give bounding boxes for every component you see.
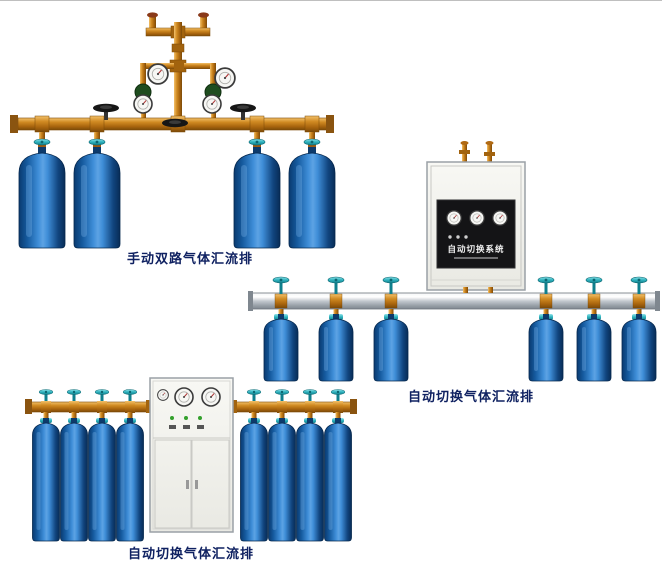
- station-valves: [272, 276, 648, 294]
- gas-cylinder: [240, 417, 268, 542]
- panel-gauge: [446, 210, 462, 226]
- indicator-light: [464, 235, 468, 239]
- cabinet-sublabel-line: [454, 257, 498, 259]
- panel-switch: [169, 425, 176, 429]
- station-valve-wheel: [630, 276, 648, 284]
- caption-manual-dual-manifold: 手动双路气体汇流排: [126, 251, 253, 266]
- pressure-gauge: [147, 63, 169, 85]
- panel-gauge: [157, 389, 169, 401]
- panel-switch: [183, 425, 190, 429]
- bottom-divider: [0, 0, 662, 1]
- auto-switch-wall-illustration: 自动切换系统: [248, 141, 660, 382]
- auto-switch-floor-illustration: [25, 377, 357, 542]
- caption-auto-switch-wall: 自动切换气体汇流排: [407, 389, 534, 404]
- cylinder-valve-wheel: [33, 138, 51, 146]
- cylinder-valve-wheel: [88, 138, 106, 146]
- panel-gauge: [492, 210, 508, 226]
- indicator-light: [184, 416, 188, 420]
- gas-cylinder: [60, 417, 88, 542]
- shutoff-valves: [93, 103, 256, 128]
- gas-cylinder: [576, 313, 612, 382]
- station-valve-wheel: [272, 276, 290, 284]
- pressure-gauge: [133, 94, 153, 114]
- door-handle: [186, 480, 189, 489]
- manual-dual-manifold-illustration: [10, 12, 336, 249]
- station-valve-wheel: [537, 276, 555, 284]
- pipe-end-cap: [326, 115, 334, 133]
- gas-cylinder: [324, 417, 352, 542]
- indicator-light: [170, 416, 174, 420]
- gas-cylinder: [116, 417, 144, 542]
- cabinet-label: 自动切换系统: [447, 244, 504, 254]
- indicator-light: [198, 416, 202, 420]
- pipe-end-cap: [25, 399, 32, 414]
- gas-cylinder: [32, 417, 60, 542]
- control-cabinet: 自动切换系统: [426, 161, 526, 291]
- indicator-light: [456, 235, 460, 239]
- gas-cylinder: [621, 313, 657, 382]
- cylinder-station: [528, 309, 564, 382]
- station-valve-wheel: [327, 276, 345, 284]
- panel-gauge: [201, 387, 221, 407]
- manifold-rail: [248, 287, 660, 311]
- rail-end-cap: [248, 291, 253, 311]
- pressure-gauge: [214, 67, 236, 89]
- pressure-gauge: [202, 94, 222, 114]
- valve-handwheel: [93, 103, 119, 113]
- cylinder-station: [576, 309, 612, 382]
- cylinder-station: [621, 309, 657, 382]
- panel-gauge: [174, 387, 194, 407]
- caption-auto-switch-floor: 自动切换气体汇流排: [127, 546, 254, 561]
- gas-cylinder: [268, 417, 296, 542]
- door-handle: [195, 480, 198, 489]
- cylinder-station: [373, 309, 409, 382]
- cabinet-door: [154, 439, 192, 529]
- indicator-light: [448, 235, 452, 239]
- panel-switch: [197, 425, 204, 429]
- cylinder-station: [318, 309, 354, 382]
- gas-cylinder: [373, 313, 409, 382]
- cabinet-top-pipes: [459, 141, 495, 162]
- pressure-regulators: [133, 59, 236, 118]
- pipe-end-cap: [350, 399, 357, 414]
- station-valve-wheel: [585, 276, 603, 284]
- cabinet-door: [191, 439, 230, 529]
- valve-handwheel: [230, 103, 256, 113]
- valve-knob: [147, 12, 158, 18]
- cylinder-station: [263, 309, 299, 382]
- rail-end-cap: [655, 291, 660, 311]
- cylinder-bank: [263, 309, 657, 382]
- gas-cylinder: [18, 146, 66, 249]
- gas-cylinder: [528, 313, 564, 382]
- valve-handwheel: [162, 118, 188, 128]
- gas-cylinder: [88, 417, 116, 542]
- valve-knob: [198, 12, 209, 18]
- gas-cylinder: [296, 417, 324, 542]
- station-valve-wheel: [382, 276, 400, 284]
- pipe-end-cap: [10, 115, 18, 133]
- gas-cylinder: [73, 146, 121, 249]
- control-cabinet: [149, 377, 234, 533]
- panel-gauge: [469, 210, 485, 226]
- cylinder-bank: [18, 115, 336, 249]
